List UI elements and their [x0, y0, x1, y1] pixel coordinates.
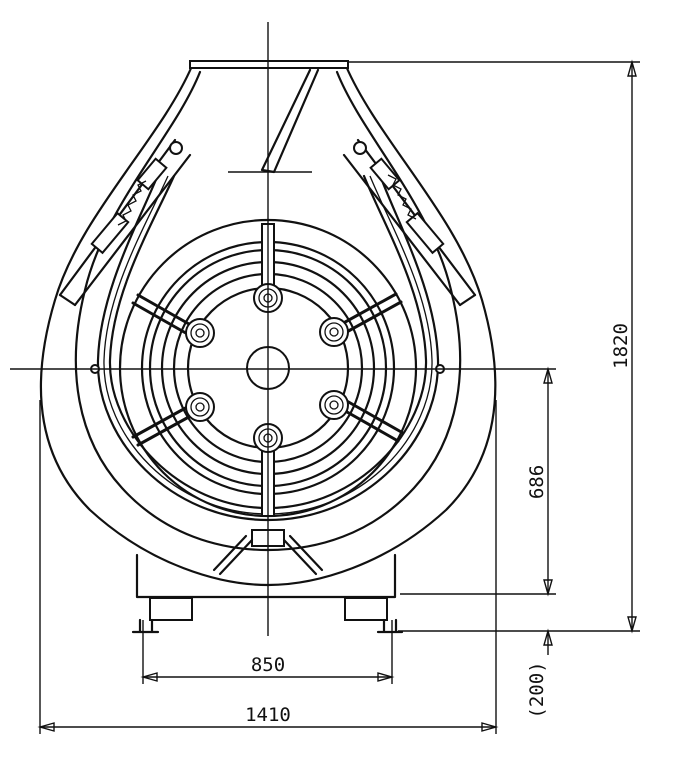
hammer-upper-left	[131, 293, 215, 348]
dimension-overall-width	[37, 400, 499, 734]
label-base-width: 850	[251, 654, 285, 676]
label-shaft-height: 686	[526, 465, 548, 499]
right-foot	[376, 618, 404, 634]
right-breaker-assembly	[342, 138, 477, 307]
dimension-foot-height	[543, 628, 553, 655]
hammer-lower-left	[131, 392, 215, 447]
hammer-lower-right	[319, 390, 405, 443]
feed-chute	[260, 68, 320, 174]
discharge-left-arm	[212, 534, 254, 576]
label-overall-width: 1410	[245, 704, 291, 726]
label-overall-height: 1820	[610, 323, 632, 369]
left-breaker-assembly	[58, 138, 192, 307]
left-foot	[131, 618, 160, 634]
label-foot-height: (200)	[526, 661, 548, 718]
base-frame	[135, 553, 397, 599]
dimension-shaft-height	[400, 366, 556, 597]
dimension-base-width	[140, 620, 395, 684]
hammer-upper-right	[319, 292, 403, 347]
inlet-flange	[189, 60, 349, 69]
left-foot-block	[149, 597, 193, 621]
right-foot-block	[344, 597, 388, 621]
discharge-right-arm	[282, 534, 324, 576]
dimension-overall-height	[348, 59, 640, 634]
